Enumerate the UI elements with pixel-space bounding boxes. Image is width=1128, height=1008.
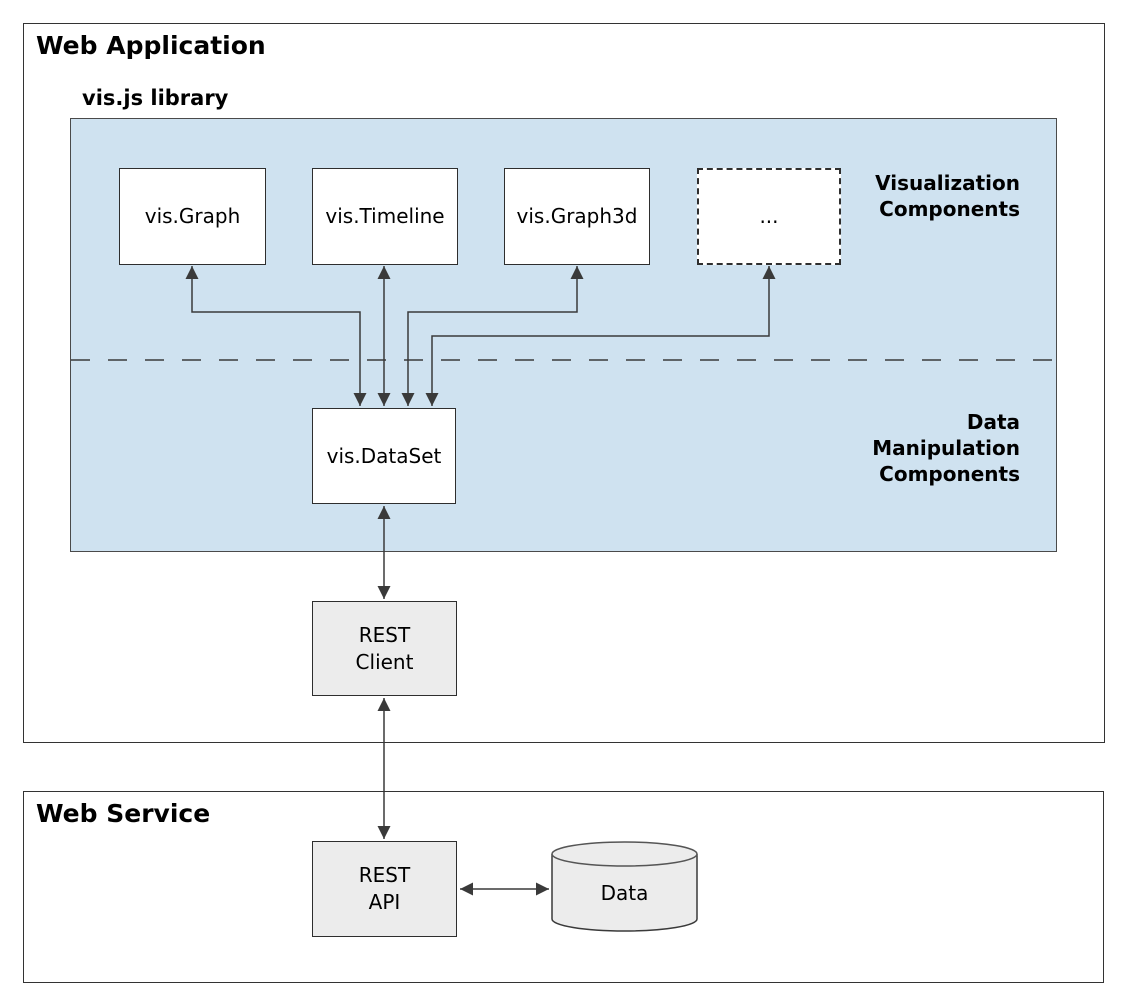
node-more-components: ... bbox=[697, 168, 841, 265]
web-service-box bbox=[23, 791, 1104, 983]
web-service-title: Web Service bbox=[36, 799, 211, 828]
data-manipulation-label-line3: Components bbox=[879, 462, 1020, 486]
node-vis-dataset-label: vis.DataSet bbox=[326, 443, 442, 468]
node-rest-api-label-line1: REST bbox=[358, 863, 411, 887]
node-vis-graph3d-label: vis.Graph3d bbox=[516, 204, 638, 228]
node-vis-timeline: vis.Timeline bbox=[312, 168, 458, 265]
visualization-components-label-line2: Components bbox=[879, 197, 1020, 221]
node-vis-timeline-label: vis.Timeline bbox=[325, 204, 445, 228]
node-rest-api-label-line2: API bbox=[368, 890, 401, 914]
node-rest-client: REST Client bbox=[312, 601, 457, 696]
visjs-library-label: vis.js library bbox=[82, 86, 229, 110]
web-application-title: Web Application bbox=[36, 31, 266, 60]
web-application-box bbox=[23, 23, 1105, 743]
visualization-components-label: Visualization Components bbox=[720, 170, 1020, 222]
node-vis-graph3d: vis.Graph3d bbox=[504, 168, 650, 265]
node-rest-api: REST API bbox=[312, 841, 457, 937]
data-manipulation-components-label: Data Manipulation Components bbox=[720, 409, 1020, 487]
node-more-components-label: ... bbox=[759, 204, 779, 228]
node-rest-client-label-line2: Client bbox=[355, 649, 414, 674]
data-store-label: Data bbox=[600, 881, 649, 905]
node-rest-client-label-line1: REST bbox=[358, 622, 411, 647]
node-vis-dataset: vis.DataSet bbox=[312, 408, 456, 504]
node-vis-graph: vis.Graph bbox=[119, 168, 266, 265]
data-manipulation-label-line2: Manipulation bbox=[872, 436, 1020, 460]
visualization-components-label-line1: Visualization bbox=[875, 171, 1020, 195]
node-vis-graph-label: vis.Graph bbox=[144, 204, 241, 228]
data-manipulation-label-line1: Data bbox=[966, 410, 1020, 434]
